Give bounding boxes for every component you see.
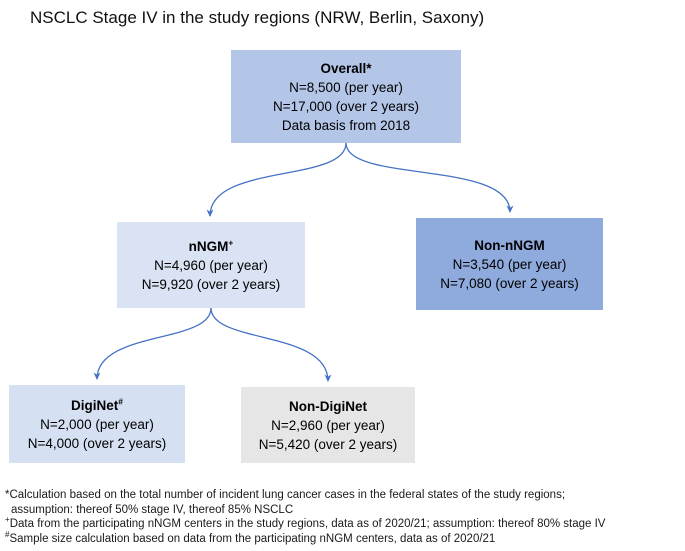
node-nngm-line: N=9,920 (over 2 years) xyxy=(141,276,281,292)
node-non-diginet-line: N=2,960 (per year) xyxy=(271,417,385,433)
page-title: NSCLC Stage IV in the study regions (NRW… xyxy=(30,8,485,27)
node-diginet-line: N=4,000 (over 2 years) xyxy=(27,435,167,451)
arrow-nngm-to-non-diginet xyxy=(210,307,332,382)
footnote-marker-plus: + xyxy=(5,515,10,525)
node-diginet: DigiNet# N=2,000 (per year) N=4,000 (ove… xyxy=(9,385,185,463)
footnote-marker-asterisk: * xyxy=(5,489,10,501)
arrow-nngm-to-diginet xyxy=(93,307,212,380)
footnote-marker-hash: # xyxy=(5,529,10,539)
node-diginet-line: N=2,000 (per year) xyxy=(40,416,154,432)
node-overall: Overall* N=8,500 (per year) N=17,000 (ov… xyxy=(231,50,461,143)
node-nngm: nNGM+ N=4,960 (per year) N=9,920 (over 2… xyxy=(117,222,305,308)
node-non-diginet-title: Non-DigiNet xyxy=(289,398,367,414)
arrow-overall-to-nngm xyxy=(206,142,347,217)
footnote-marker-plus: + xyxy=(228,237,234,247)
footnote-sample-size: #Sample size calculation based on data f… xyxy=(5,529,496,545)
footnote-marker-hash: # xyxy=(118,396,123,406)
node-diginet-title: DigiNet# xyxy=(71,396,123,413)
node-non-diginet-line: N=5,420 (over 2 years) xyxy=(258,436,398,452)
node-non-nngm-title: Non-nNGM xyxy=(474,237,545,253)
node-overall-line: N=17,000 (over 2 years) xyxy=(273,98,419,114)
node-overall-line: N=8,500 (per year) xyxy=(289,79,403,95)
footnote-nngm-data: +Data from the participating nNGM center… xyxy=(5,515,606,530)
footnote-marker-asterisk: * xyxy=(366,60,372,76)
node-nngm-line: N=4,960 (per year) xyxy=(154,257,268,273)
node-non-nngm-line: N=7,080 (over 2 years) xyxy=(440,275,579,291)
node-nngm-title: nNGM+ xyxy=(188,237,234,254)
node-overall-title: Overall* xyxy=(320,60,372,76)
footnote-calculation-line2: assumption: thereof 50% stage IV, thereo… xyxy=(11,503,294,516)
footnote-calculation: *Calculation based on the total number o… xyxy=(5,489,566,501)
arrow-overall-to-non-nngm xyxy=(345,142,514,213)
node-overall-line: Data basis from 2018 xyxy=(281,117,411,133)
footnotes: *Calculation based on the total number o… xyxy=(5,488,683,546)
node-non-nngm: Non-nNGM N=3,540 (per year) N=7,080 (ove… xyxy=(416,218,603,310)
node-non-diginet: Non-DigiNet N=2,960 (per year) N=5,420 (… xyxy=(241,387,415,463)
node-non-nngm-line: N=3,540 (per year) xyxy=(452,256,567,272)
